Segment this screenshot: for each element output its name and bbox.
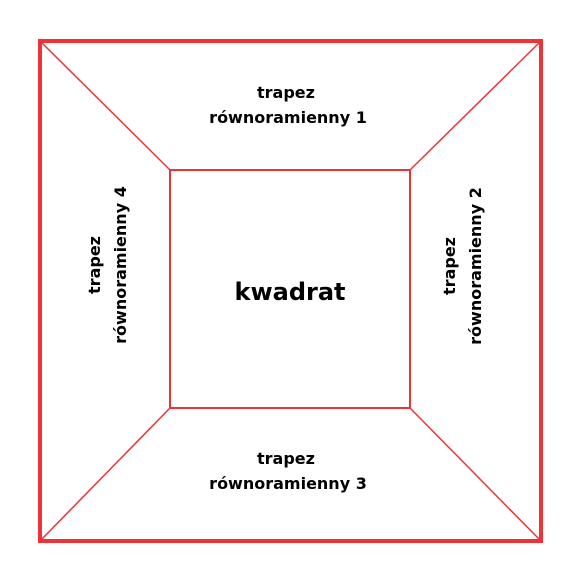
diagonal-top-right: [409, 40, 542, 171]
diagonal-bottom-right: [409, 407, 542, 542]
trapezoid-3-line1: trapez: [257, 449, 315, 468]
trapezoid-4-line2: równoramienny 4: [111, 186, 130, 344]
trapezoid-1-line2: równoramienny 1: [209, 108, 367, 127]
trapezoid-1-label: trapez równoramienny 1: [209, 83, 367, 127]
trapezoid-2-label: trapez równoramienny 2: [440, 187, 485, 345]
diagonal-top-left: [39, 40, 171, 171]
trapezoid-4-label: trapez równoramienny 4: [85, 186, 130, 344]
trapezoid-3-line2: równoramienny 3: [209, 474, 367, 493]
trapezoid-4-line1: trapez: [85, 236, 104, 294]
trapezoid-3-label: trapez równoramienny 3: [209, 449, 367, 493]
diagonal-bottom-left: [39, 407, 171, 542]
trapezoid-2-line2: równoramienny 2: [466, 187, 485, 345]
center-label: kwadrat: [234, 278, 345, 306]
trapezoid-1-line1: trapez: [257, 83, 315, 102]
trapezoid-2-line1: trapez: [440, 237, 459, 295]
